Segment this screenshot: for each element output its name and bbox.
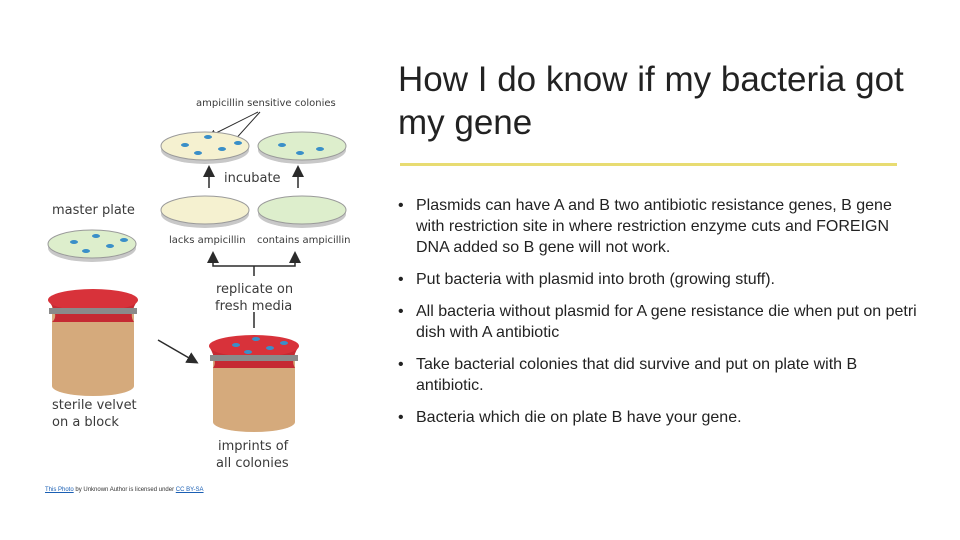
arrow-to-imprint (157, 339, 199, 364)
label-master-plate: master plate (52, 203, 135, 218)
bullet-list: • Plasmids can have A and B two antibioti… (398, 195, 918, 439)
top-right-plate (257, 131, 347, 164)
bullet-item: • Bacteria which die on plate B have your… (398, 407, 918, 428)
image-credit: This Photo by Unknown Author is licensed… (45, 487, 204, 493)
title-underline (400, 163, 897, 166)
master-plate (47, 229, 137, 262)
bullet-text: Bacteria which die on plate B have your … (416, 409, 742, 426)
slide-title: How I do know if my bacteria got my gene (398, 60, 904, 142)
label-velvet-line2: on a block (52, 415, 119, 430)
label-velvet-line1: sterile velvet (52, 398, 137, 413)
label-replicate-line2: fresh media (215, 299, 292, 314)
bullet-item: • Plasmids can have A and B two antibioti… (398, 195, 918, 258)
label-replicate-line1: replicate on (216, 282, 293, 297)
bullet-dot: • (398, 197, 404, 214)
bullet-text: Take bacterial colonies that did survive… (416, 356, 858, 394)
sterile-velvet-block (48, 289, 138, 396)
bullet-dot: • (398, 409, 404, 426)
imprinted-velvet-block (209, 335, 299, 432)
label-contains-ampicillin: contains ampicillin (257, 235, 350, 246)
credit-license-link[interactable]: CC BY-SA (175, 487, 204, 493)
bullet-dot: • (398, 303, 404, 320)
replicate-bracket (212, 256, 296, 267)
contains-ampicillin-plate (257, 195, 347, 228)
label-incubate: incubate (224, 171, 281, 186)
bullet-text: All bacteria without plasmid for A gene … (416, 303, 917, 341)
label-sensitive-colonies: ampicillin sensitive colonies (196, 98, 336, 109)
bullet-text: Put bacteria with plasmid into broth (gr… (416, 271, 775, 288)
bullet-text: Plasmids can have A and B two antibiotic… (416, 197, 892, 256)
bullet-item: • All bacteria without plasmid for A gene… (398, 301, 918, 343)
top-left-plate (160, 131, 250, 164)
label-lacks-ampicillin: lacks ampicillin (169, 235, 246, 246)
credit-text: by Unknown Author is licensed under (73, 487, 176, 493)
lacks-ampicillin-plate (160, 195, 250, 228)
label-imprints-line2: all colonies (216, 456, 289, 471)
bullet-item: • Take bacterial colonies that did surviv… (398, 354, 918, 396)
credit-photo-link[interactable]: This Photo (45, 487, 74, 493)
bullet-dot: • (398, 271, 404, 288)
arrow-to-colony-1 (208, 111, 259, 137)
label-imprints-line1: imprints of (218, 439, 289, 454)
bullet-dot: • (398, 356, 404, 373)
bullet-item: • Put bacteria with plasmid into broth (g… (398, 269, 918, 290)
replica-plating-diagram: ampicillin sensitive colonies incubate (47, 98, 350, 471)
